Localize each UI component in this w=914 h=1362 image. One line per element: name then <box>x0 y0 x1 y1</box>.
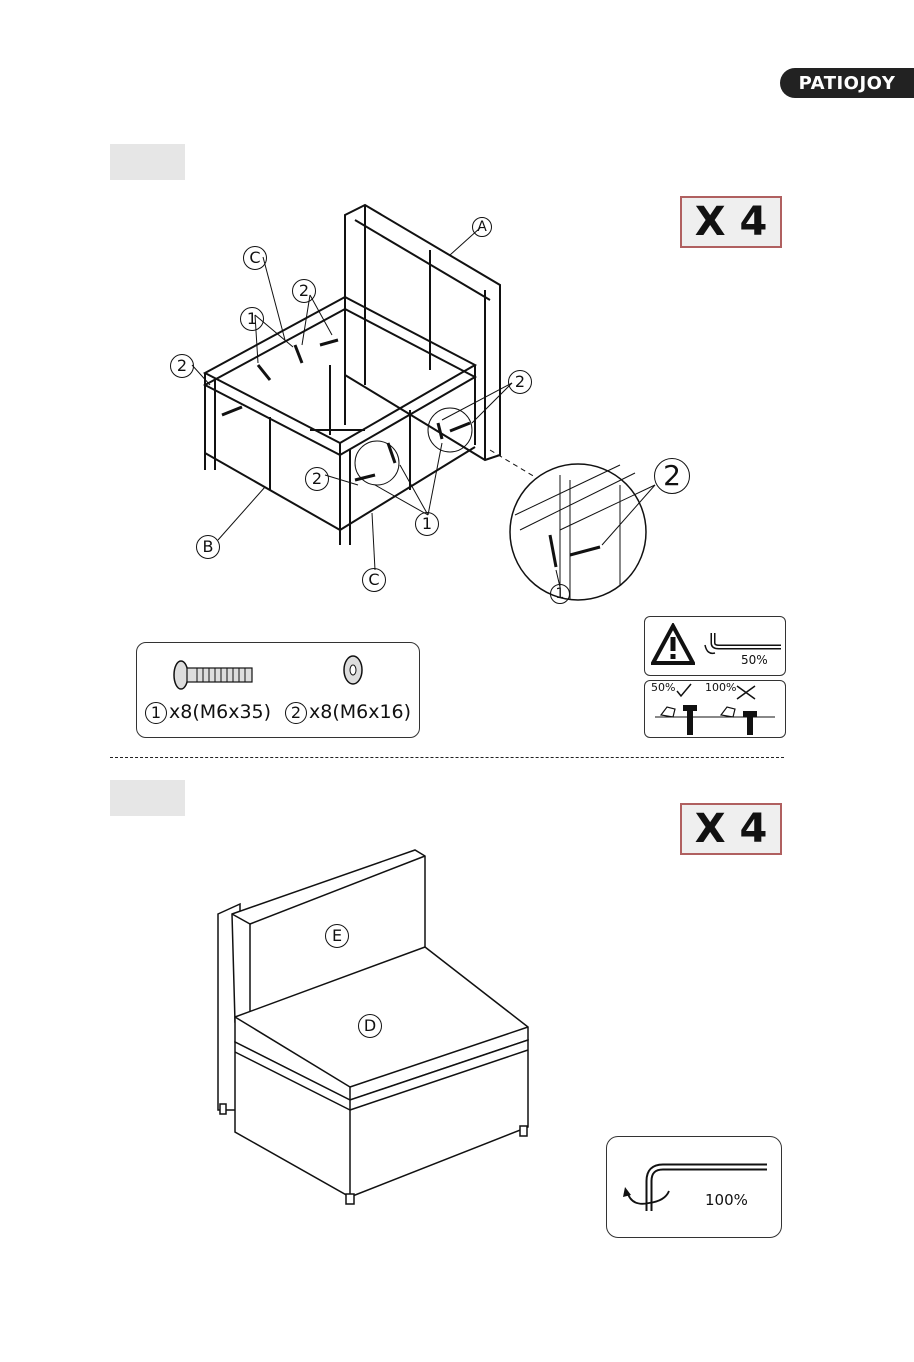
full-tighten-percent: 100% <box>705 1191 748 1209</box>
label-b: B <box>196 533 222 559</box>
frame-assembly-diagram <box>160 195 700 615</box>
label-washer-zoom: 2 <box>654 458 692 494</box>
label-d: D <box>358 1012 384 1038</box>
label-washer-left: 2 <box>170 352 196 378</box>
label-washer-front: 2 <box>305 465 331 491</box>
hand-icon <box>721 707 735 717</box>
step-2-quantity: X 4 <box>680 803 782 855</box>
label-c-top: C <box>243 244 269 270</box>
hand-icon <box>661 707 675 717</box>
label-washer-top: 2 <box>292 277 318 303</box>
bolt-head-icon <box>683 705 697 711</box>
tightening-guide-box: 50% 100% <box>644 680 786 738</box>
bolt-head-icon <box>743 711 757 717</box>
washer-icon <box>341 653 365 687</box>
allen-key-icon <box>621 1155 771 1215</box>
label-e: E <box>325 922 351 948</box>
label-bolt-zoom: 1 <box>550 580 572 604</box>
label-bolt-top: 1 <box>240 305 266 331</box>
label-c-bottom: C <box>362 566 388 592</box>
step-2-tab <box>110 780 185 816</box>
tighten-warning-box: 50% <box>644 616 786 676</box>
brand-logo: PATIOJOY <box>780 68 914 98</box>
label-bolt-front: 1 <box>415 510 441 536</box>
bolt-icon <box>173 655 255 695</box>
warning-triangle-icon <box>651 623 695 667</box>
full-tighten-tool-box: 100% <box>606 1136 782 1238</box>
check-icon <box>677 684 691 696</box>
label-a: A <box>472 213 494 237</box>
step-divider <box>110 757 784 758</box>
tighten-percent: 50% <box>741 653 768 667</box>
label-washer-right: 2 <box>508 368 534 394</box>
step-1-tab <box>110 144 185 180</box>
cross-icon <box>737 686 755 699</box>
